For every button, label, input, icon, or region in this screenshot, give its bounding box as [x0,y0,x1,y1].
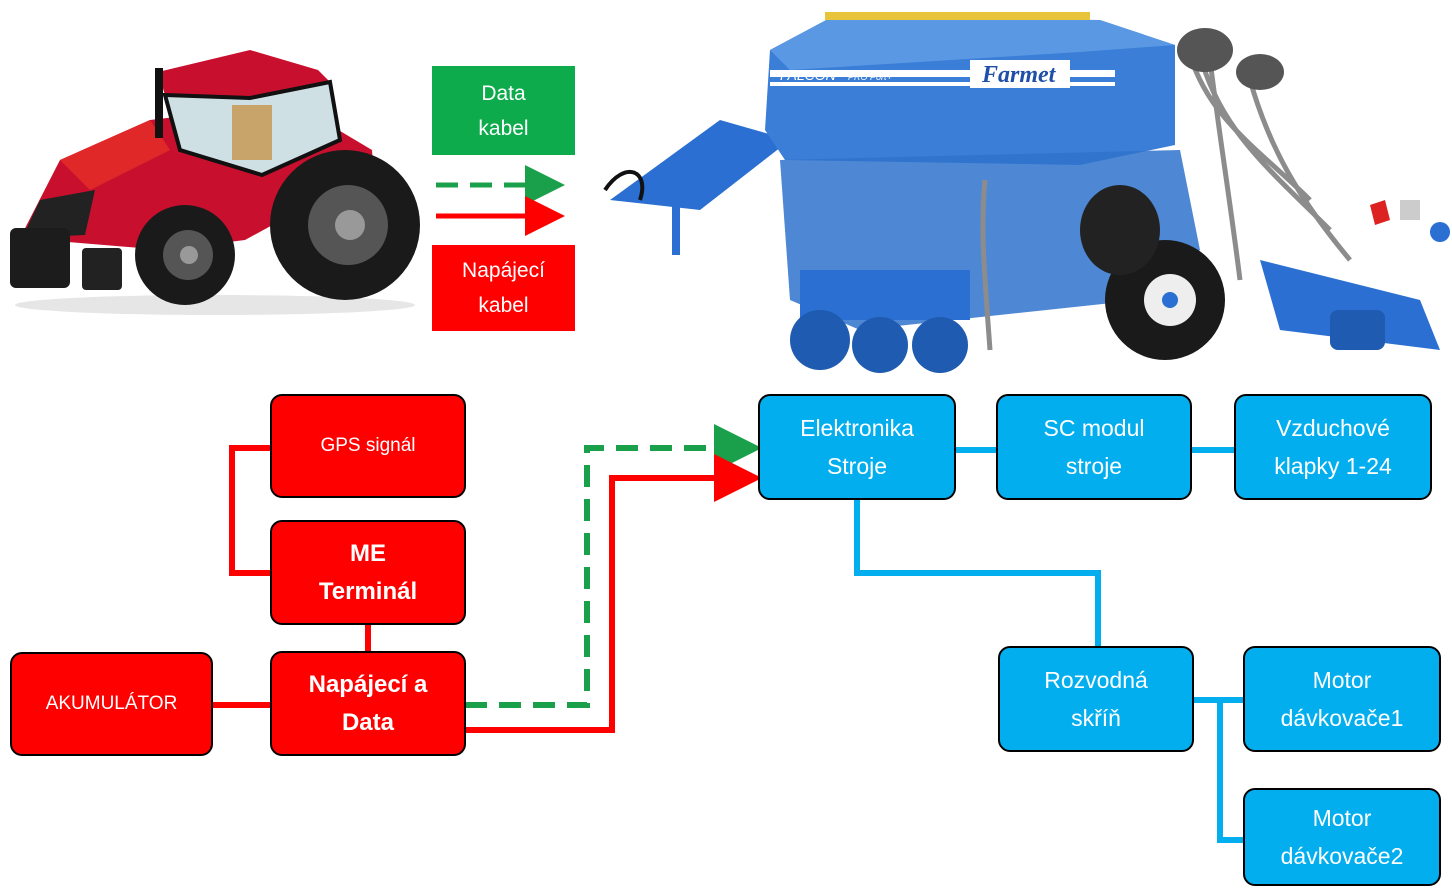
seed-drill-image: FALCON PRO Port+ Farmet [603,12,1450,373]
dispenser-motor-2-node: Motor dávkovače2 [1243,788,1441,886]
electronics-distribution-link [854,498,1101,648]
drill-variant-label: PRO Port+ [848,72,892,82]
distribution-motor2-link [1217,700,1245,843]
dispenser-motor-1-node: Motor dávkovače1 [1243,646,1441,752]
machine-electronics-node: Elektronika Stroje [758,394,956,500]
legend-power-cable: Napájecí kabel [432,245,575,331]
sc-module-node: SC modul stroje [996,394,1192,500]
accumulator-node: AKUMULÁTOR [10,652,213,756]
drill-model-label: FALCON [780,67,837,83]
legend-data-cable: Data kabel [432,66,575,155]
data-cable-line [465,424,762,708]
gps-terminal-link [229,445,272,576]
tractor-image [10,50,420,315]
gps-signal-node: GPS signál [270,394,466,498]
power-cable-line [465,454,762,733]
power-data-node: Napájecí a Data [270,651,466,756]
me-terminal-node: ME Terminál [270,520,466,625]
distribution-box-node: Rozvodná skříň [998,646,1194,752]
drill-brand-logo: Farmet [981,62,1057,88]
air-flaps-node: Vzduchové klapky 1-24 [1234,394,1432,500]
